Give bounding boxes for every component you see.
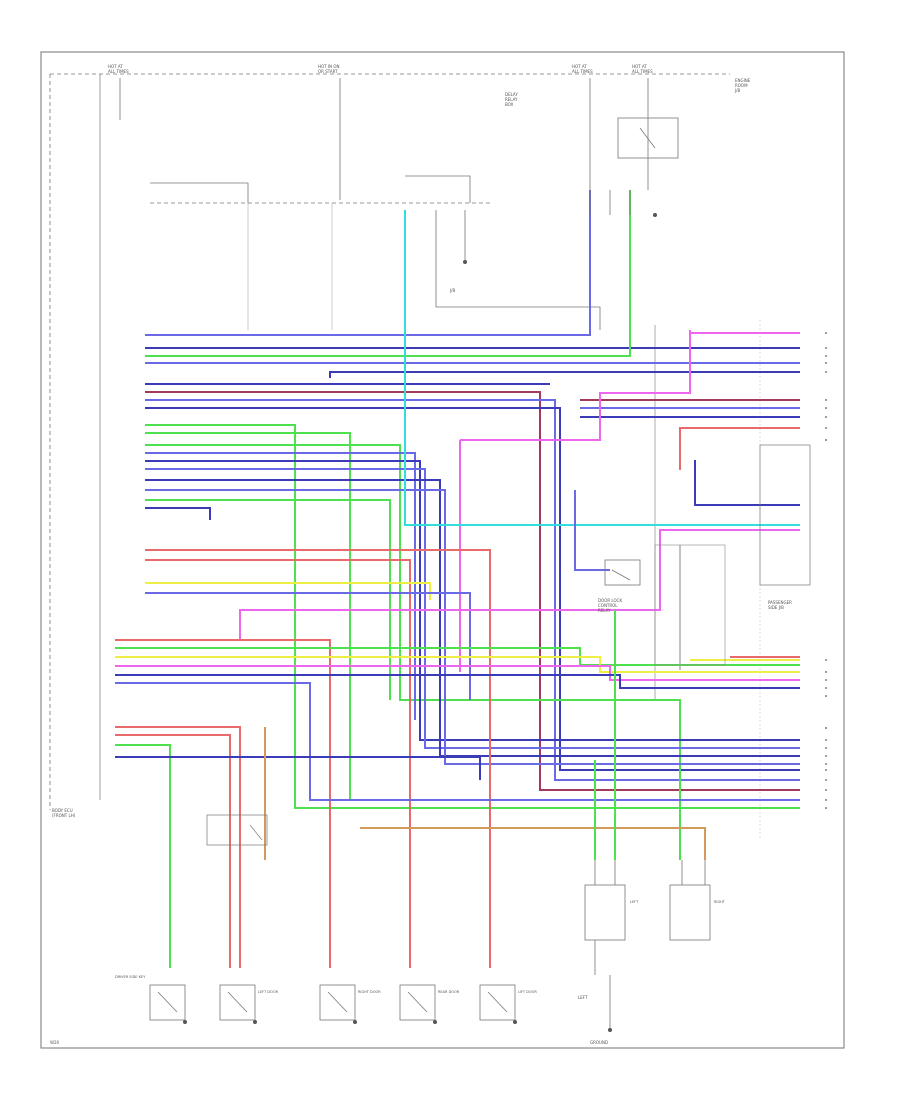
switch-2-label: LEFT DOOR: [258, 990, 279, 994]
wire-navy-7: [145, 479, 800, 757]
relay-wire-a: [150, 182, 249, 203]
switch-3-label: RIGHT DOOR: [358, 990, 381, 994]
junction-block-label: J/B: [450, 288, 456, 293]
wire-blue-5: [145, 452, 416, 720]
wire-blue-10: [574, 490, 610, 571]
wire-yellow-2: [115, 656, 800, 673]
relay-drop-3: [435, 210, 601, 330]
door-lock-ctrl-label-b: CONTROL: [598, 603, 618, 608]
relay-wire-b: [405, 175, 471, 203]
wire-red-2: [145, 559, 411, 968]
passenger-block-label-b: SIDE J/B: [768, 605, 784, 610]
top-fuse-4-label-b: ALL TIMES: [632, 69, 653, 74]
wire-blue-6: [145, 468, 800, 749]
wire-navy-6: [145, 460, 800, 741]
wire-blue-1: [145, 190, 591, 336]
wire-navy-4: [145, 407, 800, 771]
wire-blue-3: [145, 399, 800, 781]
wire-navy-11: [694, 460, 800, 506]
wire-navy-2: [329, 371, 800, 378]
relay-box-label-b: RELAY: [505, 97, 518, 102]
door-lock-ctrl-label-c: RELAY: [598, 608, 611, 613]
top-fuse-2-label-b: OR START: [318, 69, 338, 74]
relay-switch-arm: [639, 127, 656, 149]
relay-box-label-c: BOX: [505, 102, 514, 107]
door-lock-ctrl-label-a: DOOR LOCK: [598, 598, 623, 603]
right-switch-label-b: RIGHT: [714, 900, 725, 904]
connector-ticks: [589, 190, 706, 885]
wire-yellow-1: [145, 582, 431, 600]
right-door-switch-box: [669, 884, 711, 941]
bottom-right-note: LEFT: [578, 995, 588, 1000]
wire-blue-9: [115, 682, 800, 801]
right-connector-pins: [825, 332, 827, 809]
switch-1-label: DRIVER SIDE KEY: [115, 975, 146, 979]
right-switch-label-a: LEFT: [630, 900, 639, 904]
right-box-label-a: ENGINE: [735, 78, 751, 83]
wire-red-5: [115, 734, 231, 968]
wire-red-3: [115, 639, 331, 968]
wire-green-4: [145, 444, 681, 860]
right-box-label-c: J/B: [735, 88, 741, 93]
switch-5-label: LIFT DOOR: [518, 990, 537, 994]
wire-red-1: [145, 549, 491, 968]
diagram-frame: [40, 51, 845, 1049]
wire-green-1: [145, 190, 631, 357]
switch-4-label: REAR DOOR: [438, 990, 460, 994]
wire-orange-2: [360, 827, 706, 860]
door-lock-switch-arm: [611, 569, 631, 581]
top-fuse-3-label-a: HOT AT: [572, 64, 587, 69]
top-fuse-3-label-b: ALL TIMES: [572, 69, 593, 74]
left-door-switch-box: [584, 884, 626, 941]
wire-green-5: [145, 499, 391, 700]
wire-pink-2: [460, 330, 691, 441]
relay-box-label-a: DELAY: [505, 92, 518, 97]
wire-pink-5: [115, 665, 800, 681]
wire-cyan-1: [404, 210, 800, 526]
wire-green-3: [145, 432, 351, 800]
wire-navy-10: [115, 756, 481, 780]
bottom-switches: [149, 984, 516, 1021]
wire-red-6: [679, 427, 800, 470]
wire-red-4: [115, 726, 241, 968]
top-fuse-1-label-a: HOT AT: [108, 64, 123, 69]
engine-room-relay: [617, 117, 679, 159]
main-unit-label-a: BODY ECU: [52, 808, 73, 813]
wire-navy-9: [115, 674, 800, 689]
bottom-left-note: W20: [50, 1040, 60, 1045]
right-box-label-b: ROOM: [735, 83, 748, 88]
top-fuse-2-label-a: HOT IN ON: [318, 64, 340, 69]
top-fuse-4-label-a: HOT AT: [632, 64, 647, 69]
top-fuse-1-label-b: ALL TIMES: [108, 69, 129, 74]
wire-green-7: [115, 744, 171, 968]
wire-maroon-1: [145, 391, 800, 791]
passenger-block-label-a: PASSENGER: [768, 600, 792, 605]
right-connector-box: [759, 444, 811, 586]
left-small-relay: [206, 814, 268, 846]
ground-note: GROUND: [590, 1040, 609, 1045]
left-relay-arm: [249, 824, 263, 841]
passenger-jb-outline: [654, 544, 726, 666]
wire-pink-4: [239, 529, 800, 640]
wire-blue-7: [145, 489, 800, 765]
door-lock-control-relay: [604, 559, 641, 586]
wire-green-2: [145, 424, 800, 809]
ground-points: [183, 213, 657, 1032]
main-unit-label-b: (FRONT LH): [52, 813, 76, 818]
wire-blue-8: [145, 592, 471, 700]
wire-navy-8: [145, 507, 211, 520]
